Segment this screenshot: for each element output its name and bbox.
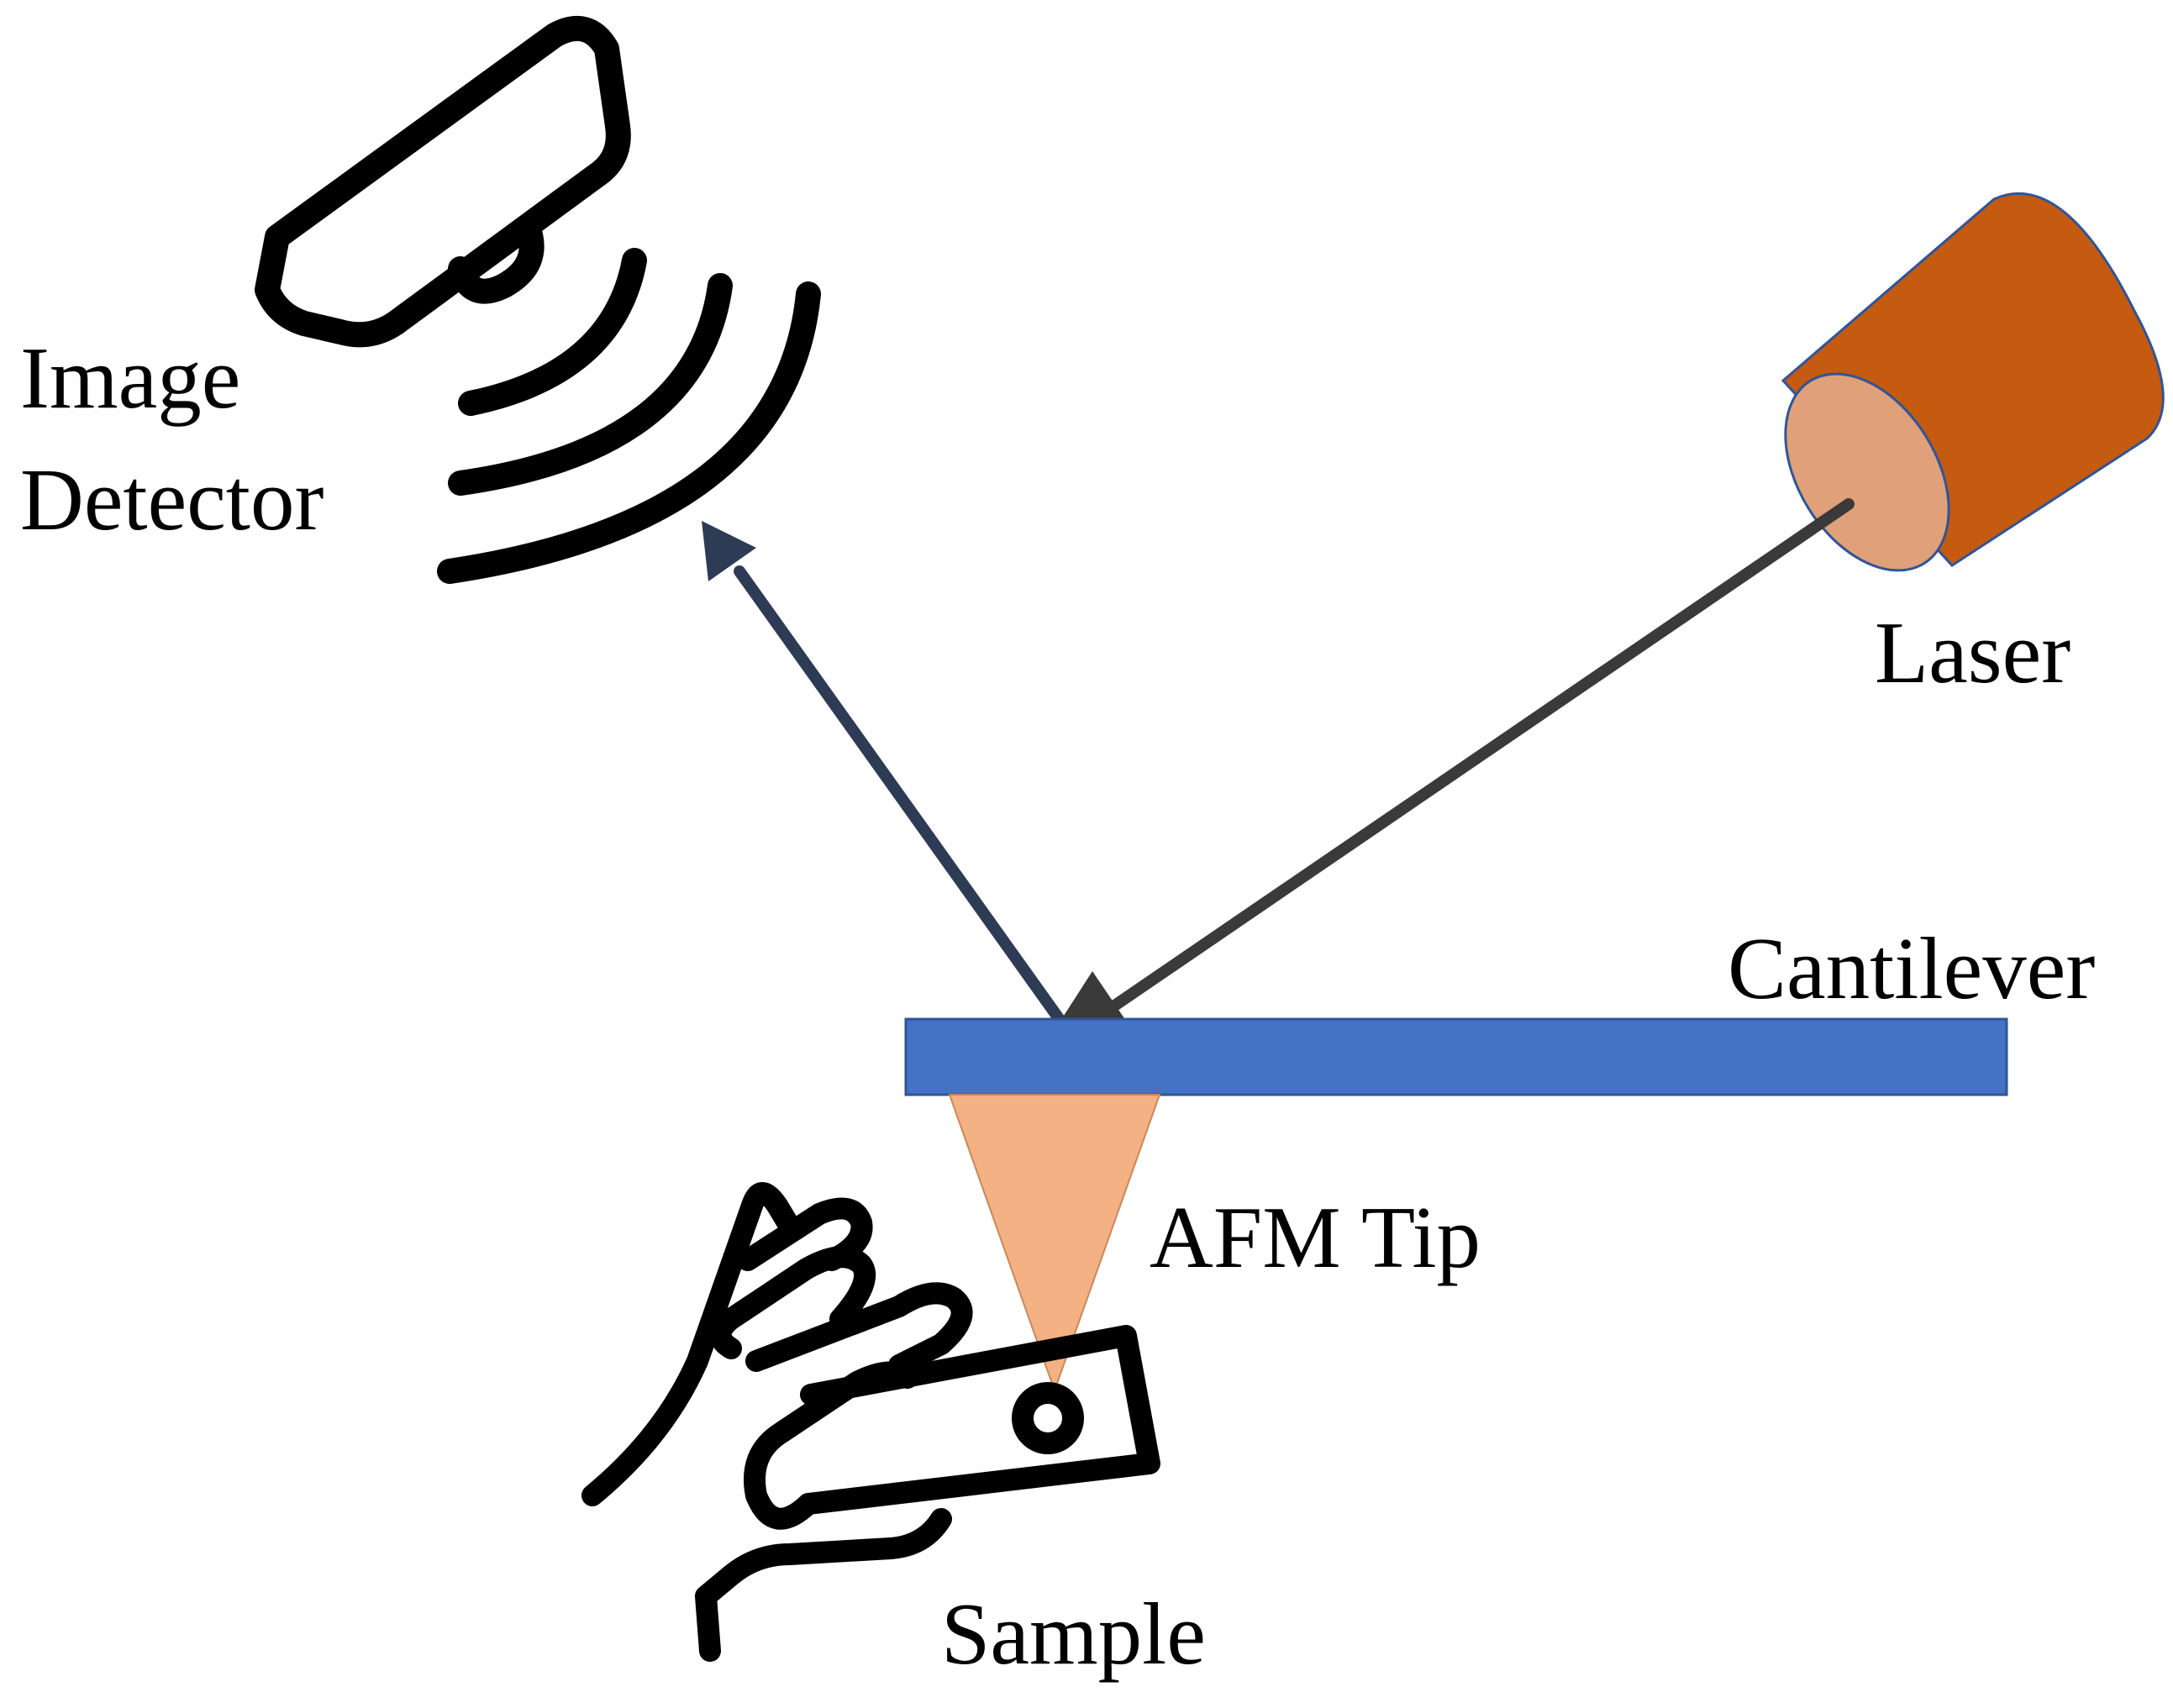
wrist [695, 1508, 952, 1662]
image-detector-label-line1: Image [20, 328, 240, 427]
incident-beam-arrowhead [1060, 971, 1124, 1021]
laser-label: Laser [1875, 603, 2070, 702]
sample-label: Sample [941, 1584, 1206, 1683]
sample-hand-icon [581, 1182, 1160, 1662]
palm [581, 1182, 801, 1506]
cantilever-bar [904, 1017, 2008, 1096]
reflected-beam-arrowhead [702, 521, 756, 581]
reflected-beam-arrow [702, 521, 1066, 1027]
detector-lens [448, 214, 545, 304]
cantilever-label: Cantilever [1728, 919, 2095, 1017]
signal-wave-1 [458, 248, 647, 416]
finger-1 [745, 1282, 973, 1376]
signal-wave-3 [437, 281, 821, 584]
thumb [744, 1361, 918, 1530]
sample-slide [797, 1325, 1160, 1515]
afm-tip [948, 1094, 1161, 1393]
detector-body [255, 16, 631, 348]
incident-beam-arrow [1060, 498, 1855, 1021]
sample-spot [1012, 1382, 1084, 1454]
image-detector-icon [255, 16, 821, 584]
finger-3 [737, 1197, 873, 1271]
laser-icon [1781, 192, 2165, 572]
signal-wave-2 [448, 273, 733, 496]
afm-tip-label: AFM Tip [1150, 1188, 1481, 1286]
image-detector-label-line2: Detector [20, 450, 324, 549]
